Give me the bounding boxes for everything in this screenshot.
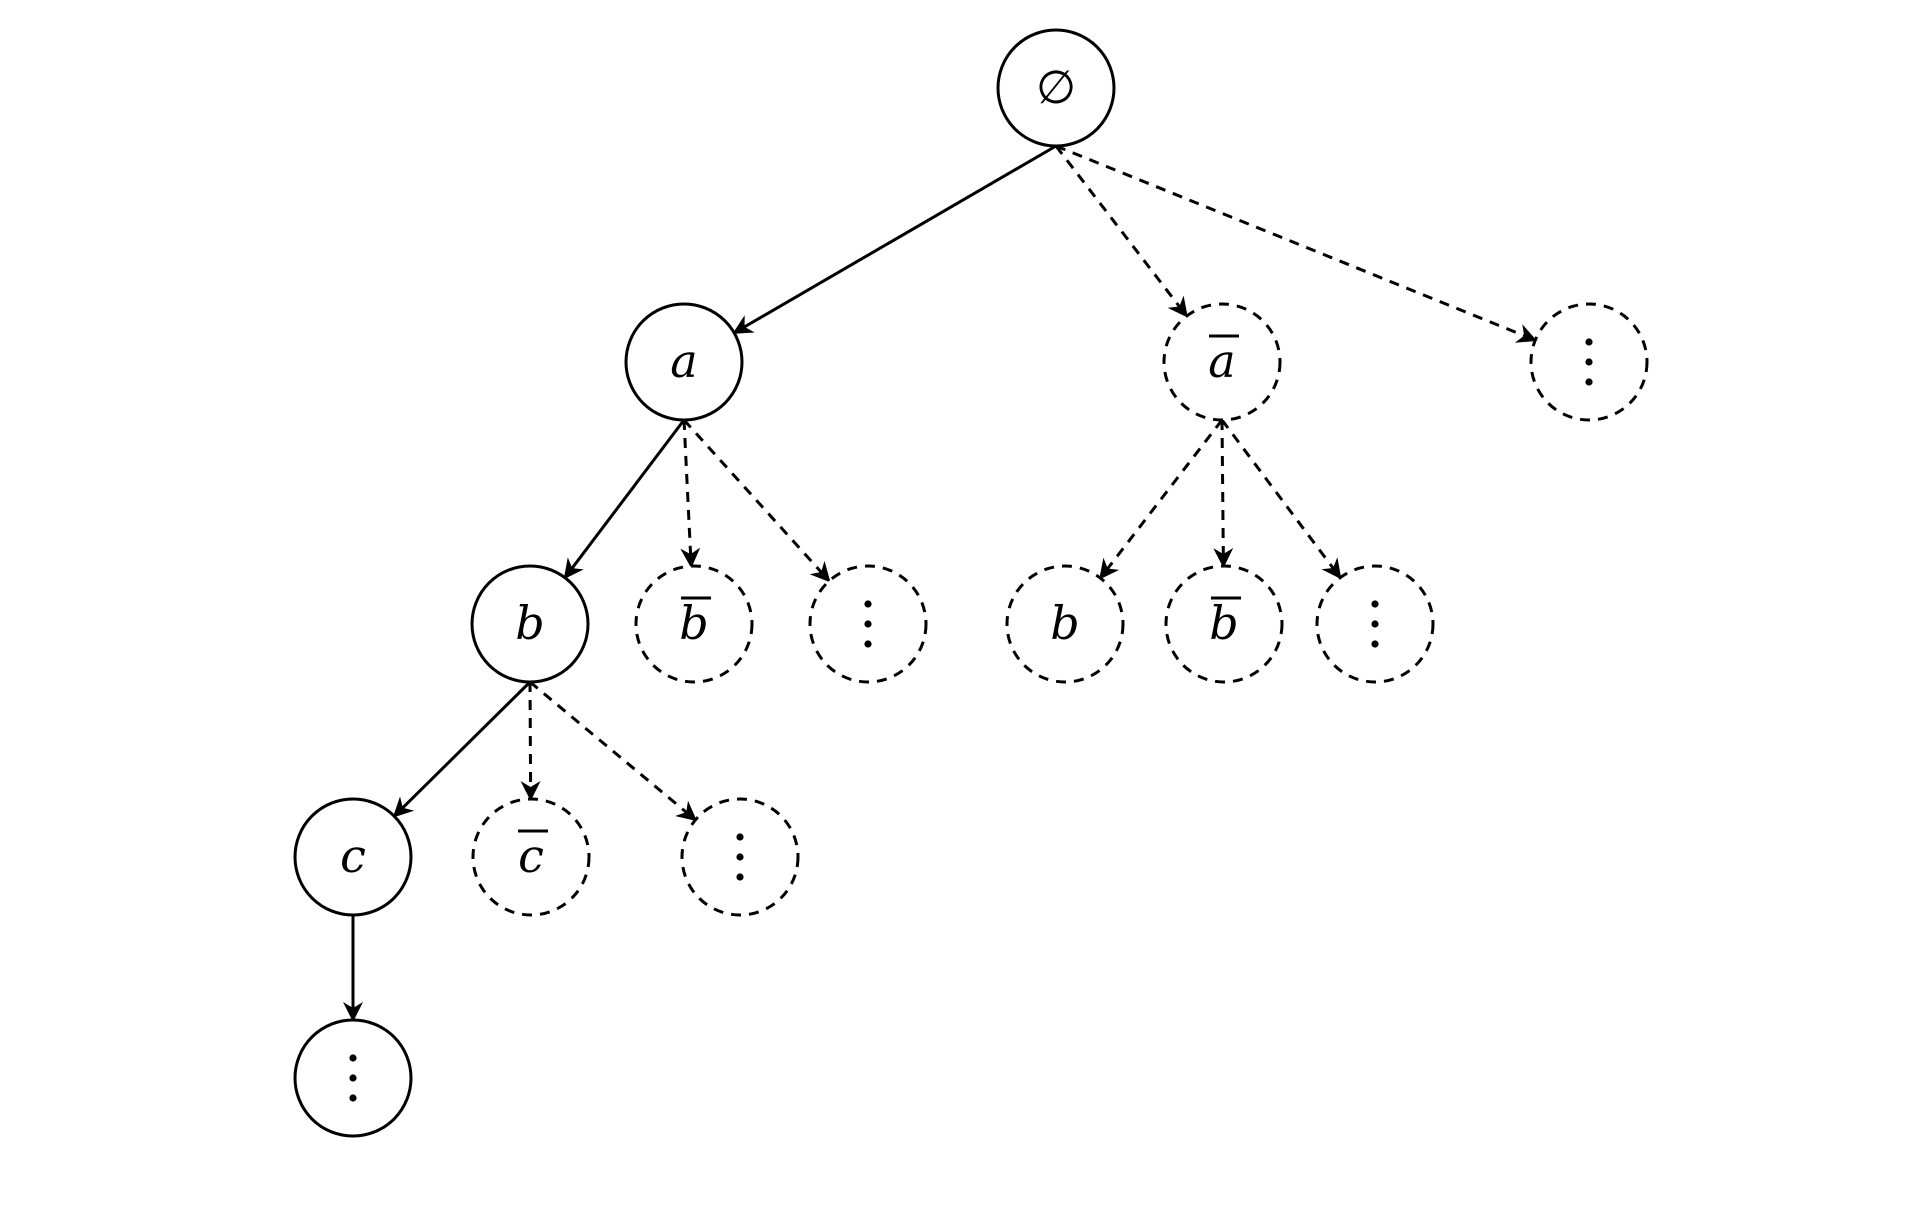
edge-b1-to-c bbox=[392, 680, 532, 818]
vertical-ellipsis-icon bbox=[736, 833, 744, 881]
node-c: c bbox=[293, 797, 413, 917]
node-circle bbox=[1005, 564, 1125, 684]
node-circle bbox=[1162, 302, 1282, 422]
edge-a-to-bbar1 bbox=[680, 419, 701, 569]
node-b2: b bbox=[1005, 564, 1125, 684]
edge-root-to-rdots bbox=[1055, 144, 1538, 343]
edge-root-to-a bbox=[732, 144, 1057, 335]
vertical-ellipsis-icon bbox=[1371, 600, 1379, 648]
node-circle bbox=[996, 28, 1116, 148]
vertical-ellipsis-icon bbox=[349, 1054, 357, 1102]
node-bbar1: b bbox=[634, 564, 754, 684]
node-label: b bbox=[679, 596, 708, 650]
node-label: c bbox=[518, 829, 544, 883]
node-circle bbox=[624, 302, 744, 422]
node-circle bbox=[471, 797, 591, 917]
node-adots bbox=[808, 564, 928, 684]
node-label: b bbox=[1209, 596, 1238, 650]
node-label: b bbox=[1050, 596, 1079, 650]
node-circle bbox=[470, 564, 590, 684]
edge-abar-to-bbar2 bbox=[1213, 419, 1234, 569]
node-circle bbox=[293, 797, 413, 917]
node-root: ∅ bbox=[996, 28, 1116, 148]
node-b1: b bbox=[470, 564, 590, 684]
node-a: a bbox=[624, 302, 744, 422]
edge-root-to-abar bbox=[1054, 145, 1188, 318]
edge-b1-to-bdots bbox=[529, 680, 697, 822]
node-label: b bbox=[515, 596, 544, 650]
node-rdots bbox=[1529, 302, 1649, 422]
node-label: a bbox=[1208, 334, 1235, 388]
edge-abar-to-abdots bbox=[1220, 419, 1342, 580]
node-abdots bbox=[1315, 564, 1435, 684]
node-label: a bbox=[670, 334, 697, 388]
nodes: ∅ a a b b b b c c bbox=[293, 28, 1649, 1138]
node-label: ∅ bbox=[1036, 60, 1076, 114]
edge-b1-to-cbar bbox=[520, 681, 541, 802]
edges bbox=[343, 144, 1538, 1022]
node-bdots bbox=[680, 797, 800, 917]
node-abar: a bbox=[1162, 302, 1282, 422]
edge-abar-to-b2 bbox=[1099, 419, 1224, 580]
node-cbar: c bbox=[471, 797, 591, 917]
node-circle bbox=[634, 564, 754, 684]
vertical-ellipsis-icon bbox=[1585, 338, 1593, 386]
node-circle bbox=[1164, 564, 1284, 684]
edge-a-to-adots bbox=[682, 418, 831, 583]
vertical-ellipsis-icon bbox=[864, 600, 872, 648]
node-cdots bbox=[293, 1018, 413, 1138]
node-label: c bbox=[340, 829, 366, 883]
edge-a-to-b1 bbox=[563, 419, 686, 580]
node-bbar2: b bbox=[1164, 564, 1284, 684]
